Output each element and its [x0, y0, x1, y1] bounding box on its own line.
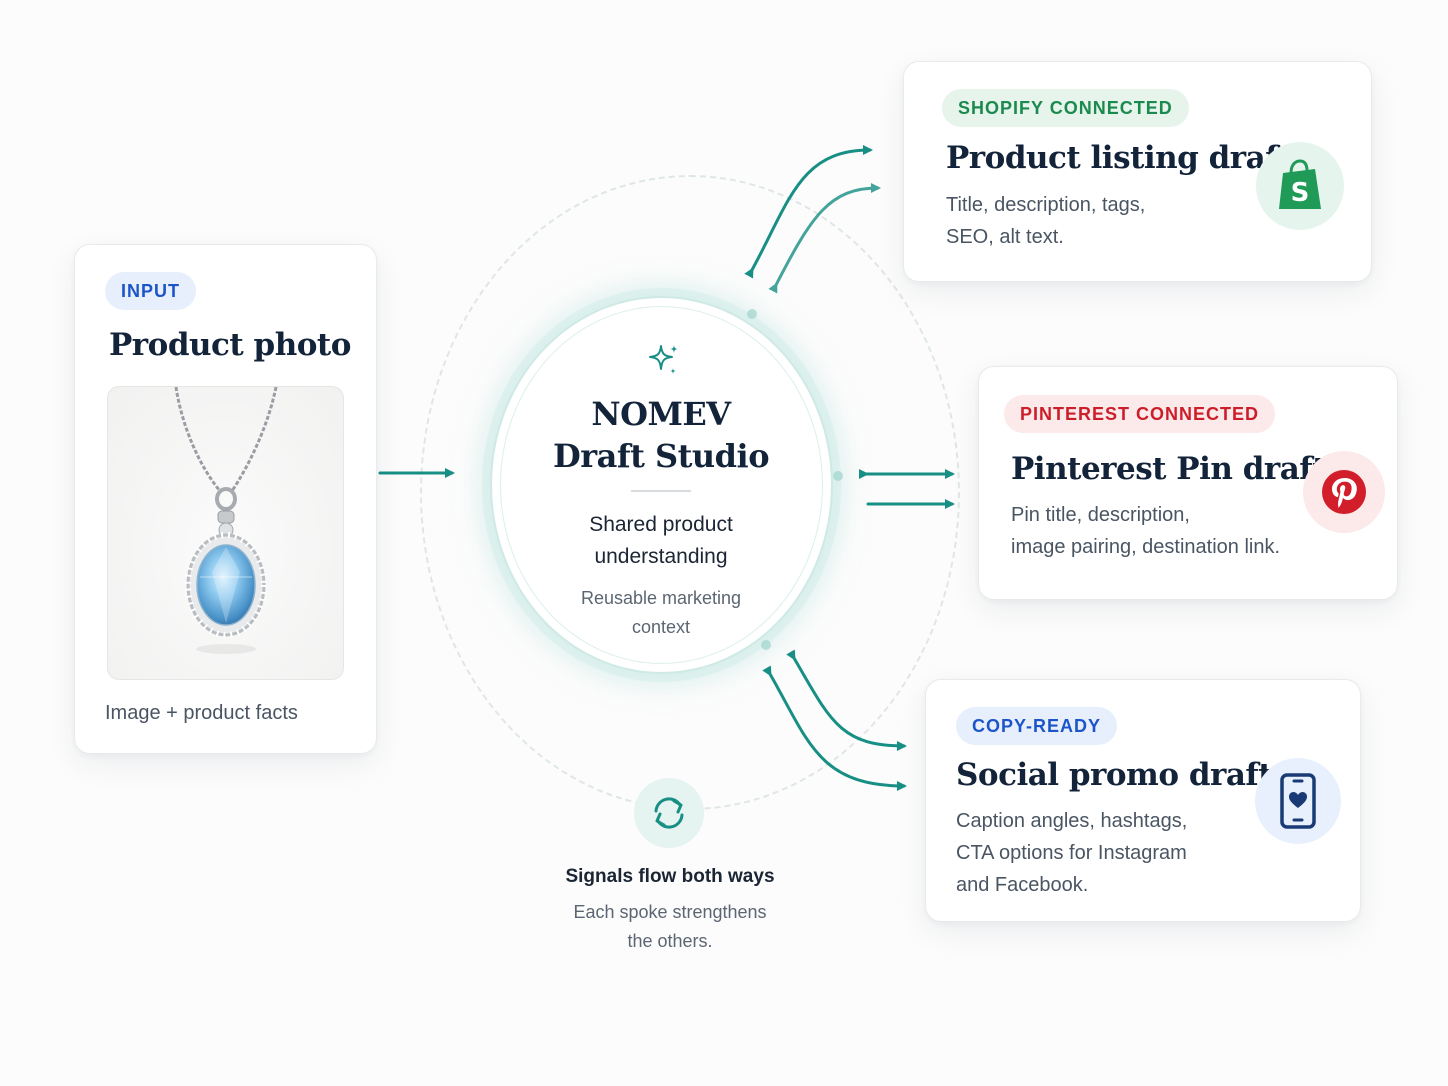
hub-subtitle: Shared product understanding: [540, 509, 782, 573]
hub-divider: [631, 490, 691, 492]
shopify-card-title: Product listing draft: [946, 140, 1292, 176]
hub-title-line1: NOMEV: [591, 395, 731, 433]
hub-subtitle-line2: understanding: [594, 545, 728, 568]
signals-desc-line2: the others.: [627, 931, 713, 951]
phone-heart-icon: [1255, 758, 1341, 844]
pendant-necklace-image: [174, 387, 278, 654]
signals-title: Signals flow both ways: [565, 866, 775, 887]
shopify-desc-line: Title, description, tags,: [946, 194, 1146, 216]
signals-desc-line1: Each spoke strengthens: [573, 902, 767, 922]
pinterest-icon: [1303, 451, 1385, 533]
svg-text:S: S: [1291, 178, 1310, 208]
shopify-bag-icon: S: [1256, 142, 1344, 230]
social-desc-line: CTA options for Instagram: [956, 842, 1187, 864]
input-title: Product photo: [109, 327, 351, 363]
hub-title: NOMEV Draft Studio: [520, 393, 802, 477]
input-card: INPUT Product photo: [74, 244, 377, 754]
hub-title-line2: Draft Studio: [552, 437, 770, 475]
shopify-desc-line: SEO, alt text.: [946, 226, 1064, 248]
hub-circle: [490, 296, 833, 674]
signals-desc: Each spoke strengthens the others.: [540, 898, 800, 956]
sparkle-icon: [649, 345, 678, 374]
arrow-social-1: [786, 649, 907, 751]
pinterest-badge: PINTEREST CONNECTED: [1004, 395, 1276, 433]
hub-subtitle-line1: Shared product: [589, 513, 733, 536]
pinterest-desc-line: image pairing, destination link.: [1011, 536, 1281, 558]
shopify-badge: SHOPIFY CONNECTED: [942, 89, 1189, 127]
hub-note-line2: context: [631, 617, 691, 637]
social-desc-line: and Facebook.: [956, 874, 1089, 896]
pinterest-card-desc: Pin title, description, image pairing, d…: [1011, 499, 1280, 563]
input-badge: INPUT: [105, 272, 196, 310]
product-photo: [107, 386, 344, 680]
arrow-social-2: [762, 665, 907, 791]
refresh-cycle-icon: [634, 778, 704, 848]
pinterest-card-title: Pinterest Pin draft: [1011, 451, 1326, 487]
pinterest-output-card: PINTEREST CONNECTED Pinterest Pin draft …: [978, 366, 1398, 600]
arrow-shopify-out: [744, 145, 873, 279]
social-desc-line: Caption angles, hashtags,: [956, 810, 1188, 832]
shopify-card-desc: Title, description, tags, SEO, alt text.: [946, 189, 1145, 253]
shopify-output-card: SHOPIFY CONNECTED Product listing draft …: [903, 61, 1372, 282]
input-caption: Image + product facts: [105, 702, 298, 724]
hub-note: Reusable marketing context: [540, 584, 782, 642]
hub-note-line1: Reusable marketing: [580, 588, 742, 608]
social-badge: COPY-READY: [956, 707, 1118, 745]
arrow-shopify-in: [768, 183, 881, 294]
social-output-card: COPY-READY Social promo draft Caption an…: [925, 679, 1361, 922]
social-card-desc: Caption angles, hashtags, CTA options fo…: [956, 805, 1187, 901]
social-card-title: Social promo draft: [956, 757, 1273, 793]
pinterest-desc-line: Pin title, description,: [1011, 504, 1190, 526]
